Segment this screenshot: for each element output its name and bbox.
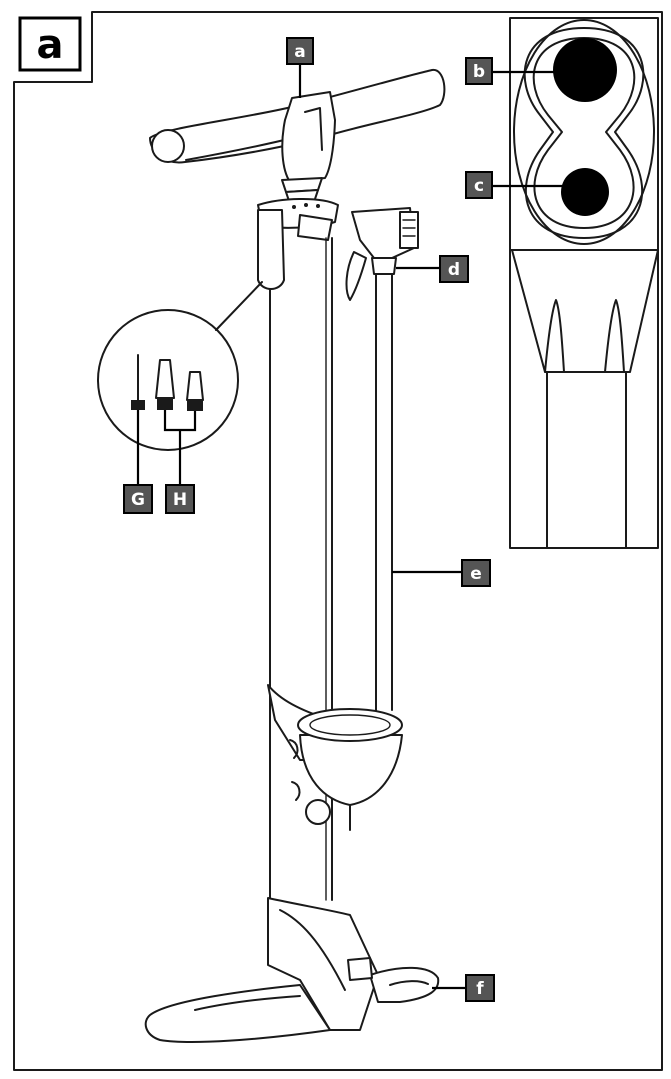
valve-head-inset bbox=[509, 17, 659, 549]
callout-f: f bbox=[465, 974, 495, 1002]
hose-chuck bbox=[345, 207, 419, 301]
figure-frame bbox=[13, 11, 663, 1071]
panel-label-box: a bbox=[18, 16, 82, 72]
pump-top-cap bbox=[257, 198, 339, 290]
callout-a: a bbox=[286, 37, 314, 65]
callout-e: e bbox=[461, 559, 491, 587]
svg-text:G: G bbox=[131, 490, 145, 510]
callout-H: H bbox=[165, 484, 195, 514]
pump-handle bbox=[149, 69, 446, 205]
svg-text:e: e bbox=[470, 564, 482, 584]
svg-text:c: c bbox=[474, 176, 484, 196]
large-valve-hole bbox=[553, 38, 617, 102]
small-valve-hole bbox=[561, 168, 609, 216]
svg-text:f: f bbox=[476, 979, 484, 999]
pressure-gauge bbox=[267, 684, 403, 831]
svg-text:d: d bbox=[448, 260, 460, 280]
pump-hose bbox=[375, 271, 393, 711]
panel-label: a bbox=[37, 22, 64, 68]
valve-adapters-detail bbox=[97, 281, 263, 485]
svg-text:b: b bbox=[473, 62, 485, 82]
svg-text:a: a bbox=[294, 42, 305, 62]
callout-G: G bbox=[123, 484, 153, 514]
callout-c: c bbox=[465, 171, 493, 199]
svg-text:H: H bbox=[173, 490, 187, 510]
pump-base bbox=[144, 897, 440, 1043]
callout-b: b bbox=[465, 57, 493, 85]
callout-d: d bbox=[439, 255, 469, 283]
